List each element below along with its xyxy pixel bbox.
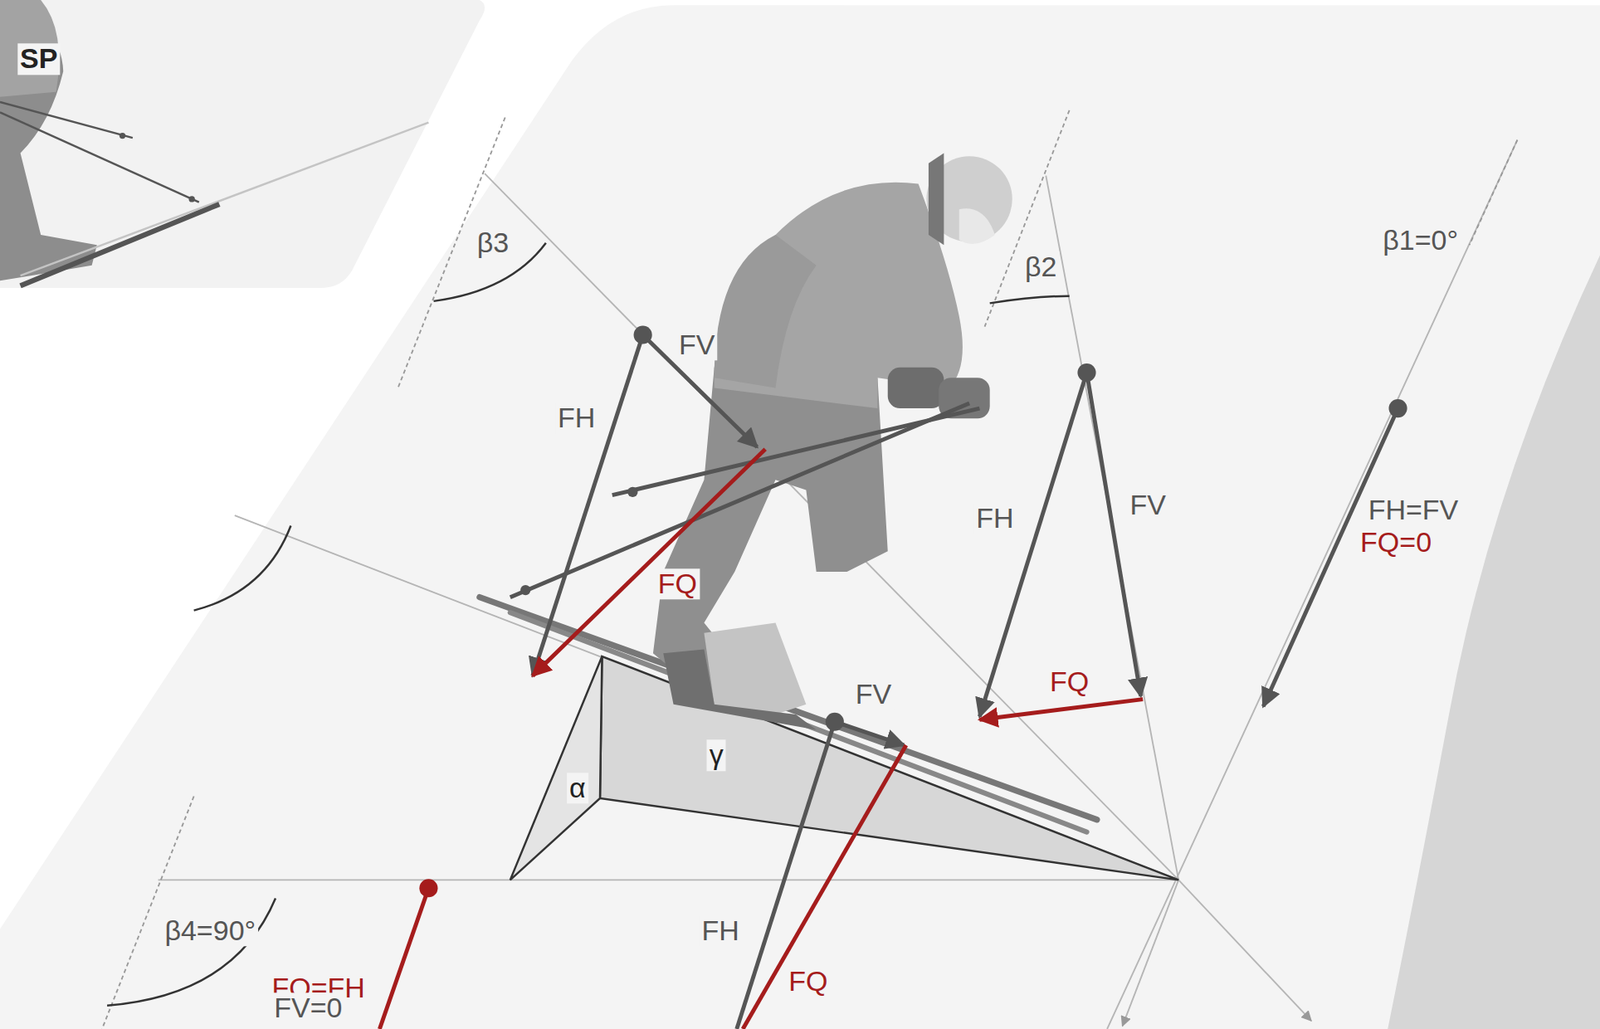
force-angle-label: FV <box>853 678 894 710</box>
force-angle-label: FH=FV <box>1365 494 1462 526</box>
force-angle-label: FQ=0 <box>1357 527 1435 559</box>
force-angle-label: FV <box>1127 489 1169 521</box>
force-angle-label: FH <box>698 915 742 947</box>
force-angle-label: FQ <box>785 966 830 998</box>
force-angle-label: FH <box>973 502 1016 534</box>
force-angle-label: FV <box>676 329 718 361</box>
centre-of-gravity-label: SP <box>17 43 60 75</box>
force-angle-label: FQ <box>655 568 700 600</box>
force-angle-label: β4=90° <box>161 915 259 947</box>
force-angle-label: β2 <box>1022 252 1059 283</box>
force-angle-label: β1=0° <box>1380 225 1461 257</box>
force-angle-label: FQ <box>1047 666 1092 698</box>
force-angle-label: α <box>566 772 589 804</box>
force-angle-label: FH <box>555 403 598 435</box>
force-angle-label: γ <box>707 740 727 771</box>
force-angle-label: FV=0 <box>271 993 345 1025</box>
force-angle-label: β3 <box>474 227 512 259</box>
